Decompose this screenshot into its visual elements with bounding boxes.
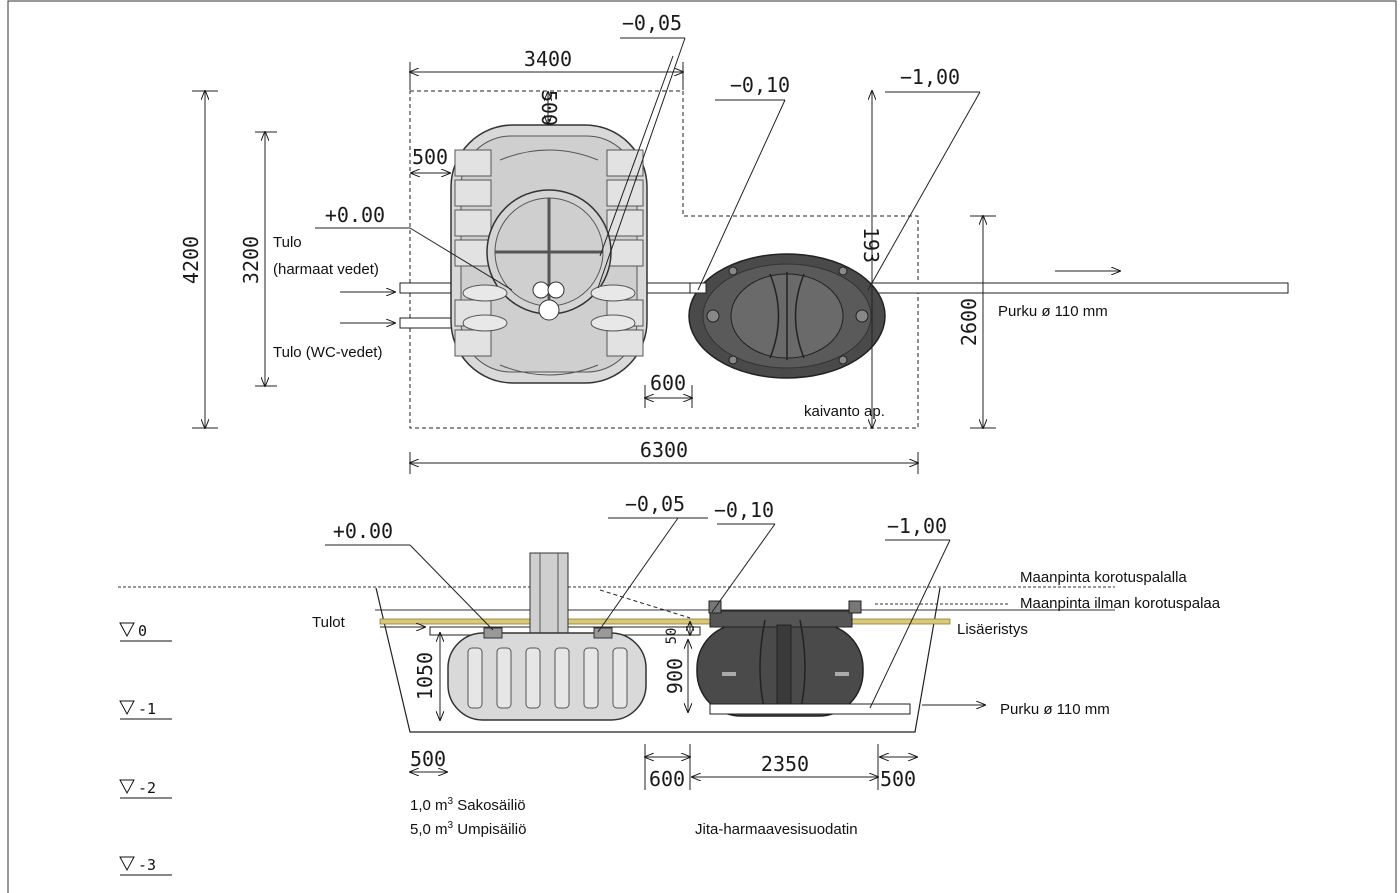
label-tulot: Tulot: [312, 614, 346, 631]
svg-text:-1: -1: [138, 700, 156, 718]
label-maanpinta-ilman: Maanpinta ilman korotuspalaa: [1020, 595, 1221, 612]
greywater-filter-plan: [688, 253, 886, 379]
dim-2350: 2350: [761, 752, 809, 776]
plan-level-m005: −0,05: [622, 11, 682, 35]
dim-3400: 3400: [524, 47, 572, 71]
plan-level-p000: +0.00: [325, 203, 385, 227]
excavation-section: [375, 587, 941, 733]
label-umpisailio: 5,0 m3 Umpisäiliö: [410, 820, 526, 838]
dim-500-top: 500: [537, 90, 561, 126]
section-level-p000: +0.00: [333, 519, 393, 543]
label-kaivanto: kaivanto ap.: [804, 403, 885, 420]
svg-text:-3: -3: [138, 856, 156, 874]
greywater-filter-section: [696, 600, 911, 717]
depth-marker-2: -2: [119, 779, 172, 799]
section-level-m100: −1,00: [887, 514, 947, 538]
label-sakosailio: 1,0 m3 Sakosäiliö: [410, 796, 526, 814]
plan-level-m010: −0,10: [730, 73, 790, 97]
page-border: [7, 0, 1397, 893]
depth-marker-0: 0: [119, 622, 172, 642]
dim-600-section: 600: [649, 767, 685, 791]
dim-500-left: 500: [412, 145, 448, 169]
section-level-m005: −0,05: [625, 492, 685, 516]
label-lisaeristys: Lisäeristys: [957, 621, 1028, 638]
dim-1050: 1050: [413, 652, 437, 700]
dim-2600: 2600: [957, 298, 981, 346]
plan-level-m100: −1,00: [900, 65, 960, 89]
dim-6300: 6300: [640, 438, 688, 462]
septic-tank-section: [447, 552, 647, 721]
dim-500-section-left: 500: [410, 747, 446, 771]
dim-4200: 4200: [179, 236, 203, 284]
septic-tank-plan: [450, 124, 648, 384]
label-tulo-greywater-2: (harmaat vedet): [273, 261, 379, 278]
dim-600-plan: 600: [650, 371, 686, 395]
dim-3200: 3200: [239, 236, 263, 284]
section-view: 1050 900 50 500 600 2350 500 +0.00 −0,05…: [118, 492, 1221, 876]
depth-marker-1: -1: [119, 700, 172, 720]
label-purku-plan: Purku ø 110 mm: [998, 303, 1108, 320]
svg-text:0: 0: [138, 622, 147, 640]
label-jita: Jita-harmaavesisuodatin: [695, 821, 858, 838]
excavation-outline: [409, 90, 919, 429]
dim-500-section-right: 500: [880, 767, 916, 791]
insulation-layer: [379, 618, 951, 625]
dim-900: 900: [663, 658, 687, 694]
dim-193: 193: [859, 227, 883, 263]
depth-marker-3: -3: [119, 856, 172, 876]
svg-text:-2: -2: [138, 779, 156, 797]
label-tulo-greywater-1: Tulo: [273, 234, 302, 251]
label-maanpinta-korotuspalalla: Maanpinta korotuspalalla: [1020, 569, 1187, 586]
plan-view: 3400 4200 3200 500 500 600 6300 2600 193…: [179, 11, 1289, 474]
dim-50: 50: [664, 628, 680, 645]
label-tulo-wc: Tulo (WC-vedet): [273, 344, 382, 361]
label-purku-section: Purku ø 110 mm: [1000, 701, 1110, 718]
section-level-m010: −0,10: [714, 498, 774, 522]
